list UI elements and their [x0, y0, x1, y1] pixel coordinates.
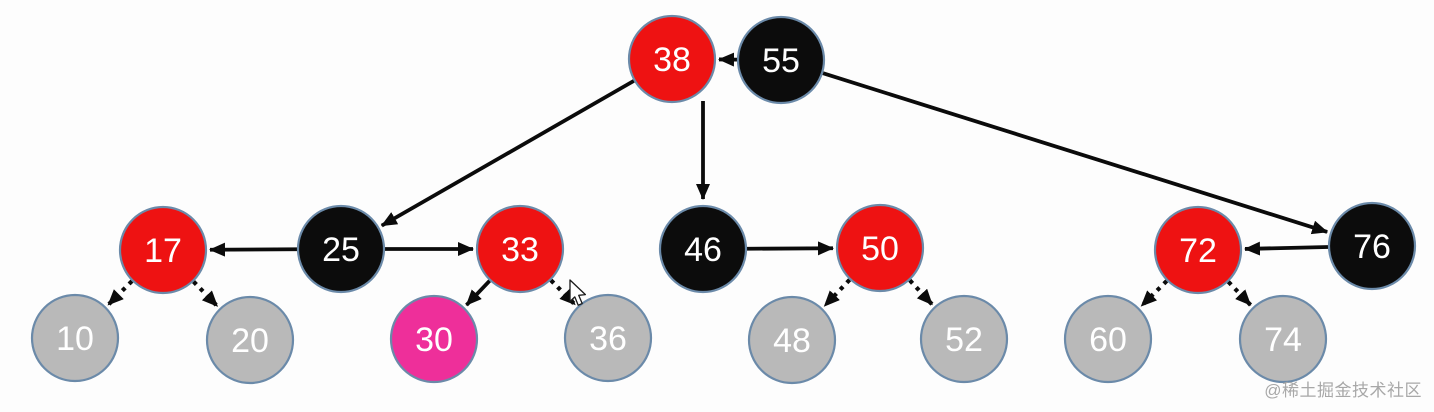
tree-node-74-label: 74	[1264, 321, 1302, 359]
tree-node-60-label: 60	[1089, 321, 1127, 359]
tree-node-48	[747, 295, 837, 385]
tree-node-20	[205, 295, 295, 385]
tree-node-50-label: 50	[861, 230, 899, 268]
mouse-cursor-icon	[569, 279, 587, 306]
tree-node-48-label: 48	[773, 322, 811, 360]
edge-38-25	[380, 79, 635, 228]
tree-node-72-label: 72	[1179, 232, 1217, 270]
tree-node-76	[1327, 201, 1417, 291]
tree-node-25-label: 25	[322, 231, 360, 269]
tree-node-60	[1063, 294, 1153, 384]
tree-node-10	[30, 293, 120, 383]
tree-node-52	[919, 294, 1009, 384]
edge-72-60	[1139, 279, 1169, 308]
tree-node-25	[296, 204, 386, 294]
tree-node-50	[835, 203, 925, 293]
tree-node-46-label: 46	[684, 231, 722, 269]
watermark: @稀土掘金技术社区	[1264, 381, 1422, 400]
edge-50-48	[822, 278, 852, 308]
tree-node-72	[1153, 205, 1243, 295]
tree-node-52-label: 52	[945, 321, 983, 359]
tree-node-17	[118, 205, 208, 295]
tree-node-20-label: 20	[231, 322, 269, 360]
tree-node-38-label: 38	[653, 41, 691, 79]
tree-node-33-label: 33	[501, 231, 539, 269]
tree-node-36	[563, 293, 653, 383]
tree-node-55-label: 55	[762, 42, 800, 80]
edge-50-52	[908, 278, 934, 306]
tree-node-76-label: 76	[1353, 228, 1391, 266]
tree-node-10-label: 10	[56, 320, 94, 358]
edge-17-10	[106, 279, 134, 307]
tree-node-38	[627, 14, 717, 104]
tree-node-17-label: 17	[144, 232, 182, 270]
tree-node-30-label: 30	[415, 321, 453, 359]
tree-node-36-label: 36	[589, 320, 627, 358]
tree-node-46	[658, 204, 748, 294]
tree-node-55	[736, 15, 826, 105]
tree-node-30	[389, 294, 479, 384]
edge-55-76	[822, 71, 1329, 235]
edge-17-20	[192, 280, 219, 308]
edge-72-74	[1226, 280, 1253, 307]
edge-33-30	[465, 279, 491, 307]
edge-76-72	[1243, 241, 1329, 256]
tree-node-74	[1238, 294, 1328, 384]
tree-node-33	[475, 204, 565, 294]
